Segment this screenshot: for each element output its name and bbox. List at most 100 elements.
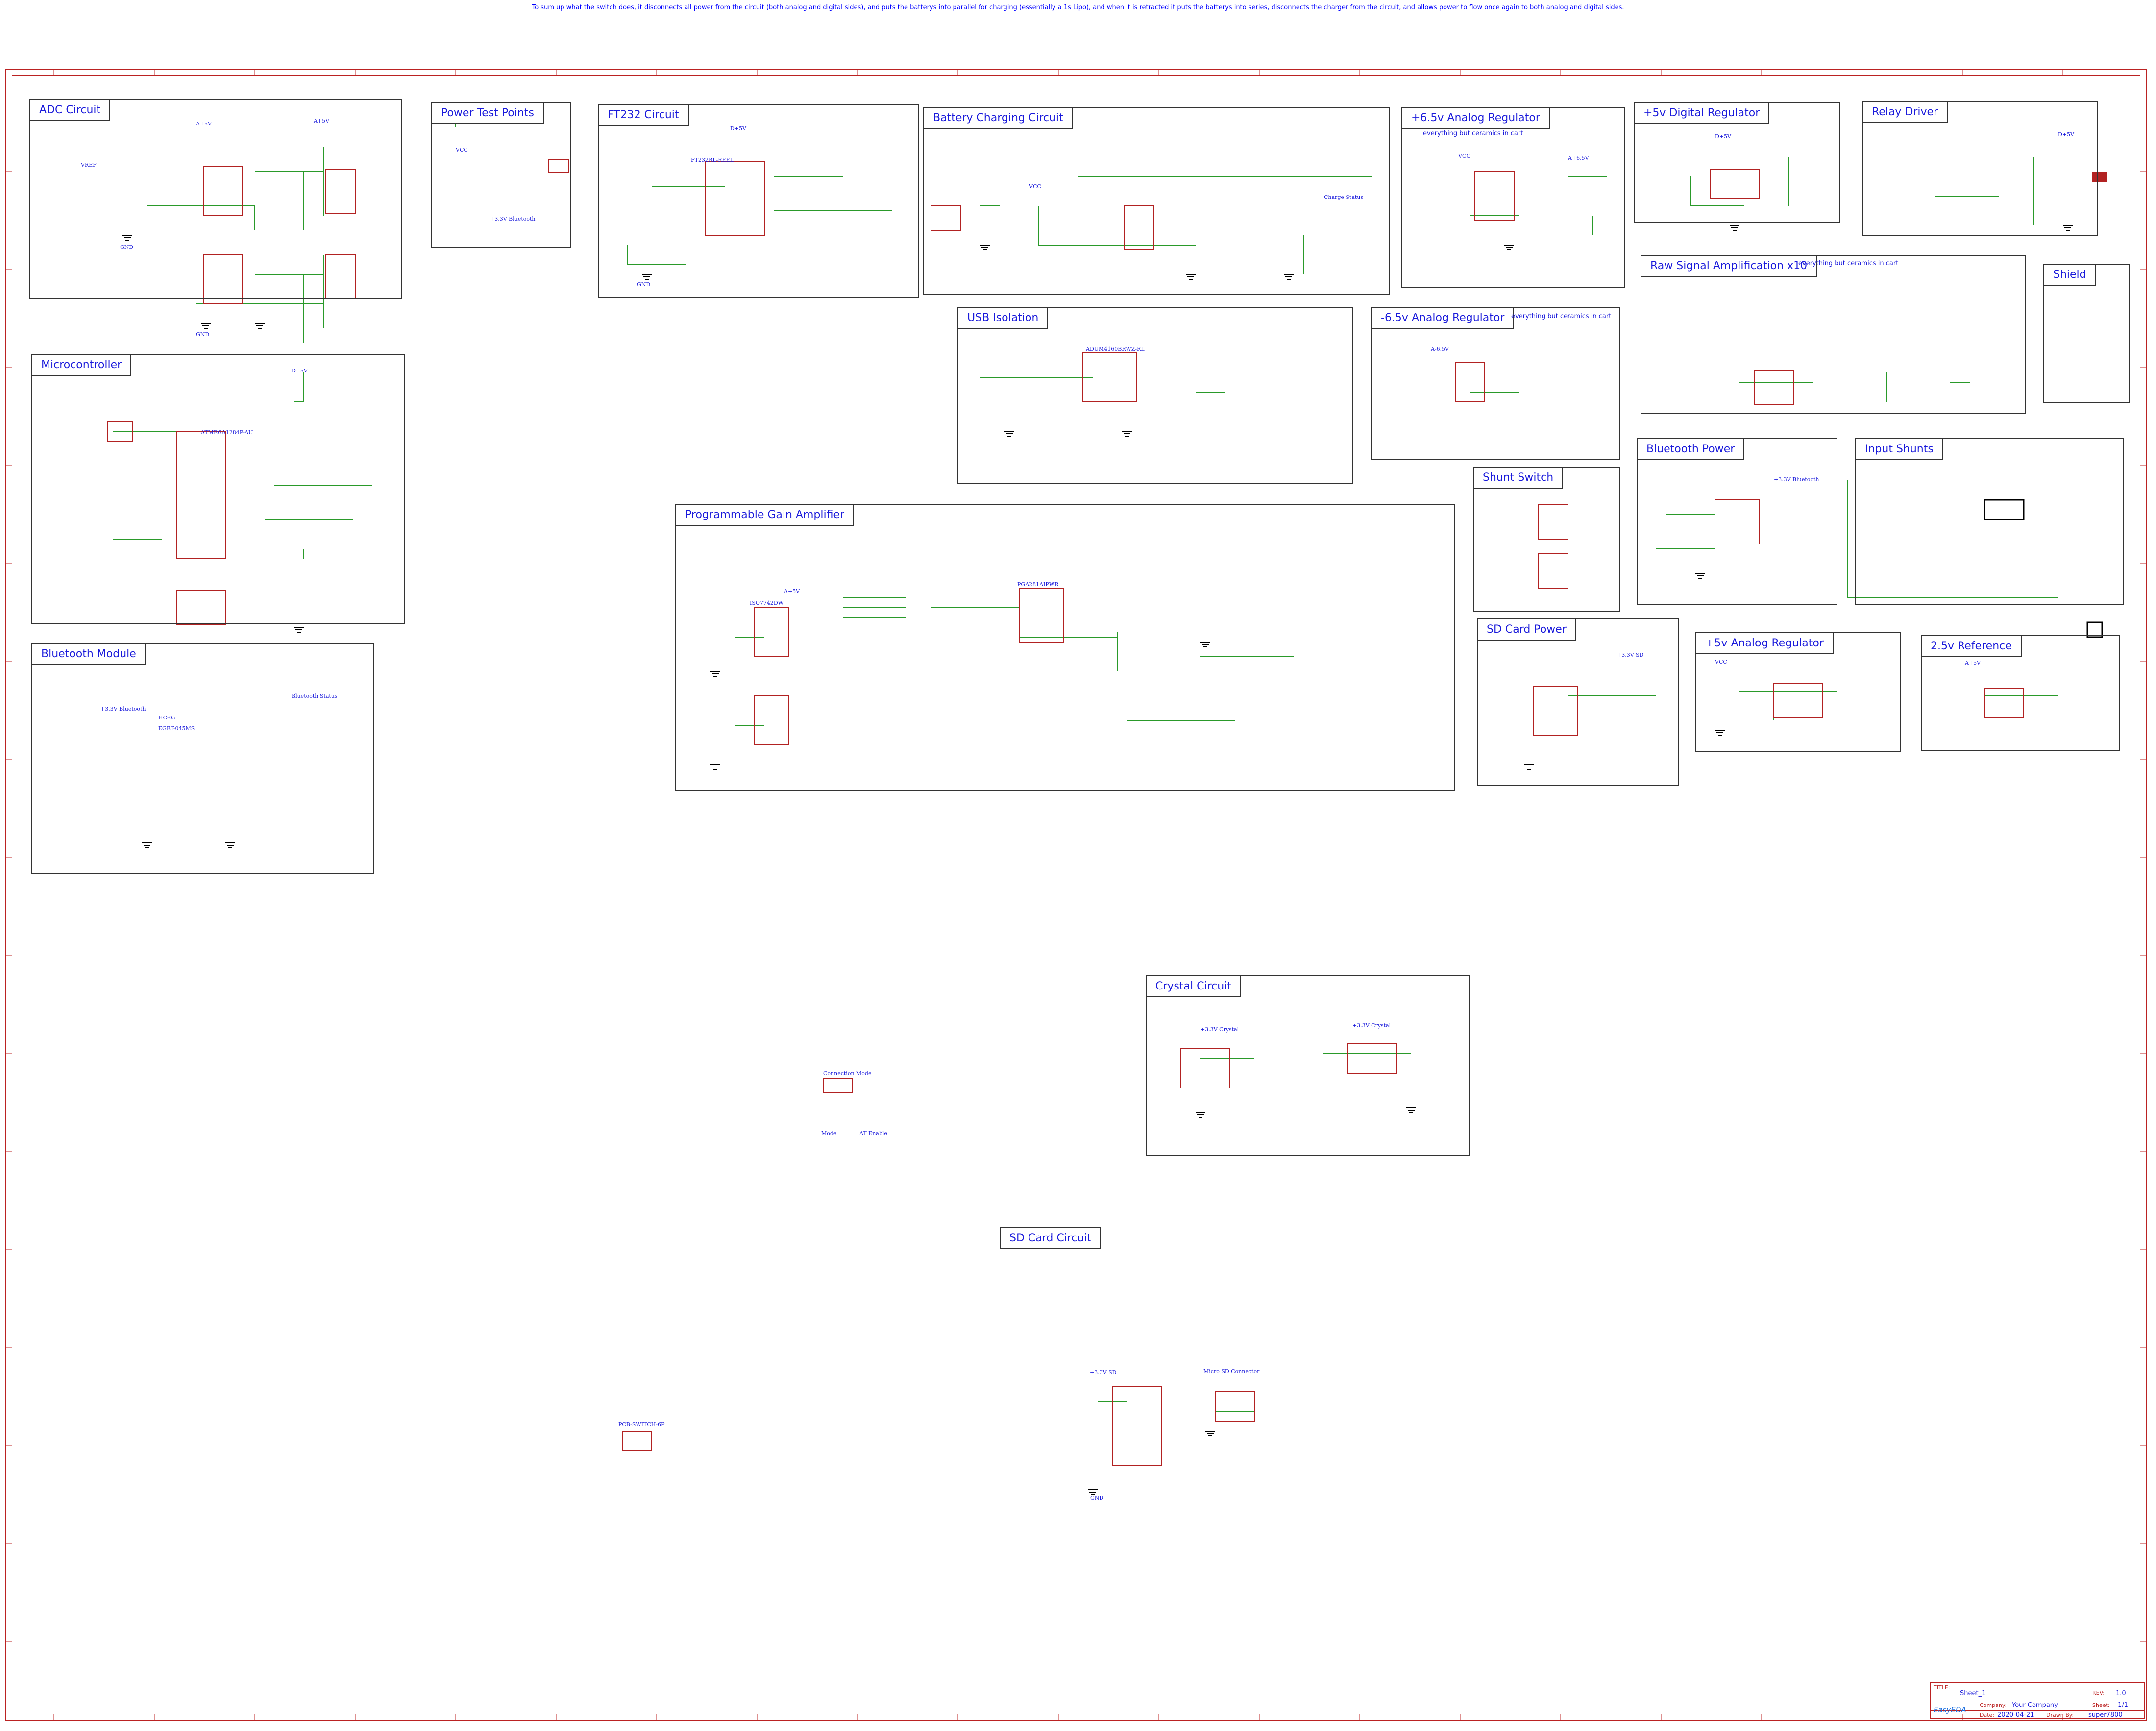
bluetooth-power-title: Bluetooth Power — [1638, 439, 1745, 460]
battery-charging-title: Battery Charging Circuit — [924, 108, 1073, 129]
mcu-d5v: D+5V — [292, 368, 308, 374]
analog5-vcc: VCC — [1715, 659, 1727, 665]
bluetooth-power-block: Bluetooth Power — [1637, 438, 1838, 605]
relay-d5v: D+5V — [2058, 131, 2074, 138]
pos-analog-reg-note: everything but ceramics in cart — [1423, 130, 1523, 137]
key1-label: Mode — [821, 1130, 837, 1137]
hc05-label: HC-05 — [158, 715, 176, 721]
ft232-chip-label: FT232RL-REEL — [691, 157, 734, 163]
analog5-reg-title: +5v Analog Regulator — [1696, 633, 1834, 654]
ref-title: 2.5v Reference — [1922, 636, 2022, 657]
usb-iso-chip-label: ADUM4160BRWZ-RL — [1086, 346, 1145, 352]
sd-33-label: +3.3V SD — [1090, 1369, 1117, 1376]
sd-card-power-block: SD Card Power — [1477, 618, 1679, 786]
egbt-label: EGBT-045MS — [158, 725, 195, 732]
usb-isolation-title: USB Isolation — [958, 308, 1049, 329]
usb-isolation-block: USB Isolation — [957, 307, 1353, 484]
adc-circuit-block: ADC Circuit — [29, 99, 402, 299]
power-test-block: Power Test Points — [431, 102, 571, 248]
ft232-title: FT232 Circuit — [599, 105, 689, 126]
sd-card-circuit-title: SD Card Circuit — [1000, 1227, 1102, 1249]
pos-analog-vcc: VCC — [1458, 153, 1470, 159]
digital-reg-block: +5v Digital Regulator — [1634, 102, 1840, 223]
title-block-company-label: Company: — [1980, 1702, 2007, 1708]
title-block-sheet-label: Sheet: — [2092, 1702, 2110, 1708]
title-block-title-label: TITLE: — [1934, 1684, 1950, 1691]
ref-a5v: A+5V — [1965, 660, 1981, 666]
pos-analog-reg-block: +6.5v Analog Regulator — [1401, 107, 1625, 288]
digital-reg-title: +5v Digital Regulator — [1635, 103, 1770, 124]
digital-d5v: D+5V — [1715, 133, 1731, 140]
sd-card-power-title: SD Card Power — [1478, 619, 1576, 641]
sheet-frame — [5, 69, 2147, 1721]
title-block-drawn-label: Drawn By: — [2046, 1712, 2074, 1718]
ft232-gnd-label: GND — [637, 281, 651, 288]
pga-a5v: A+5V — [784, 588, 800, 594]
sd-gnd-label: GND — [1090, 1495, 1104, 1501]
relay-driver-block: Relay Driver — [1862, 101, 2098, 236]
title-block-company: Your Company — [2012, 1702, 2058, 1709]
neg-analog-reg-title: -6.5v Analog Regulator — [1372, 308, 1515, 329]
bt-power-label: +3.3V Bluetooth — [1774, 476, 1819, 483]
adc-gnd-label-2: GND — [196, 331, 210, 338]
mcu-chip-label: ATMEGA1284P-AU — [201, 429, 253, 436]
bt-33-label: +3.3V Bluetooth — [100, 706, 146, 712]
relay-driver-title: Relay Driver — [1863, 102, 1948, 123]
bluetooth-module-block: Bluetooth Module — [31, 643, 374, 874]
pga-chip-label: ISO7742DW — [750, 600, 784, 606]
bt-status-label: Bluetooth Status — [292, 693, 338, 699]
microcontroller-title: Microcontroller — [32, 355, 132, 376]
raw-amp-block: Raw Signal Amplification x10 — [1641, 255, 2026, 414]
crystal-circuit-block: Crystal Circuit — [1146, 975, 1470, 1156]
input-shunts-block: Input Shunts — [1855, 438, 2124, 605]
neg-analog-reg-note: everything but ceramics in cart — [1511, 313, 1612, 320]
input-shunts-title: Input Shunts — [1856, 439, 1943, 460]
neg-analog-reg-block: -6.5v Analog Regulator — [1371, 307, 1620, 460]
header-note: To sum up what the switch does, it disco… — [532, 4, 1624, 11]
title-block-date-label: Date: — [1980, 1712, 1994, 1718]
sd-power-out: +3.3V SD — [1617, 652, 1644, 658]
bluetooth-module-title: Bluetooth Module — [32, 644, 146, 665]
adc-vref-label: VREF — [81, 162, 97, 168]
easyeda-logo: EasyEDA — [1934, 1706, 1966, 1714]
title-block-drawn: super7800 — [2088, 1711, 2123, 1719]
pcb-switch-label: PCB-SWITCH-6P — [618, 1421, 665, 1428]
raw-amp-title: Raw Signal Amplification x10 — [1642, 256, 1817, 277]
crystal-33-label-2: +3.3V Crystal — [1352, 1022, 1391, 1029]
pos-analog-reg-title: +6.5v Analog Regulator — [1402, 108, 1550, 129]
pga-chip-label-2: PGA281AIPWR — [1017, 581, 1059, 588]
sheet-frame-inner — [12, 75, 2140, 1714]
ref-block: 2.5v Reference — [1921, 635, 2120, 751]
ft232-block: FT232 Circuit — [598, 104, 919, 298]
battery-vcc-label: VCC — [1029, 183, 1041, 190]
crystal-circuit-title: Crystal Circuit — [1147, 976, 1241, 997]
raw-amp-note: everything but ceramics in cart — [1798, 260, 1899, 267]
title-block-rev: 1.0 — [2116, 1690, 2126, 1697]
power-test-title: Power Test Points — [432, 103, 544, 124]
ft232-d5v-label: D+5V — [730, 125, 746, 132]
title-block: TITLE: Sheet_1 REV: 1.0 Company: Your Co… — [1930, 1682, 2145, 1720]
shunt-switch-block: Shunt Switch — [1473, 467, 1620, 612]
key2-label: AT Enable — [859, 1130, 887, 1137]
test-vcc-label: VCC — [456, 147, 468, 153]
title-block-title: Sheet_1 — [1960, 1690, 1986, 1697]
adc-a5v-label: A+5V — [196, 121, 212, 127]
adc-a5v-label-2: A+5V — [314, 118, 330, 124]
connection-mode-label: Connection Mode — [823, 1070, 872, 1077]
shield-title: Shield — [2044, 265, 2096, 286]
title-block-rev-label: REV: — [2092, 1690, 2105, 1696]
pos-analog-out: A+6.5V — [1568, 155, 1589, 161]
shield-block: Shield — [2043, 264, 2130, 403]
crystal-33-label: +3.3V Crystal — [1200, 1026, 1239, 1033]
title-block-date: 2020-04-21 — [1997, 1711, 2034, 1719]
title-block-sheet: 1/1 — [2118, 1702, 2128, 1709]
test-bt33-label: +3.3V Bluetooth — [490, 216, 536, 222]
microcontroller-block: Microcontroller — [31, 354, 405, 624]
shunt-switch-title: Shunt Switch — [1474, 468, 1564, 489]
analog5-reg-block: +5v Analog Regulator — [1695, 632, 1901, 752]
pga-block: Programmable Gain Amplifier — [675, 504, 1455, 791]
adc-gnd-label: GND — [120, 244, 134, 250]
battery-charging-block: Battery Charging Circuit — [923, 107, 1390, 295]
micro-sd-label: Micro SD Connector — [1203, 1368, 1260, 1375]
